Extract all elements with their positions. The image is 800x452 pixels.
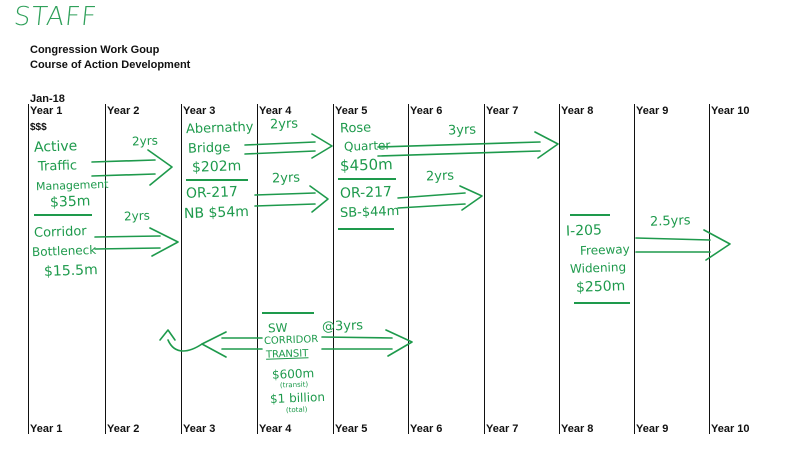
arrow-sw-back [201, 331, 263, 358]
divider [34, 214, 92, 216]
project-abernethy-line2: Bridge [187, 140, 231, 157]
arrow-or217-nb [254, 185, 329, 213]
project-sw-cost-transit-note: (transit) [279, 380, 309, 390]
year-label-top: Year 10 [711, 105, 750, 117]
year-label-top: Year 9 [636, 105, 669, 117]
arrow-atm [91, 149, 173, 186]
arrow-or217-sb [397, 185, 483, 211]
year-label-top: Year 2 [107, 105, 140, 117]
year-label-bottom: Year 4 [259, 423, 292, 435]
arrow-sw-forward [321, 329, 413, 357]
project-atm-line3: Management [35, 177, 109, 194]
duration-abernethy: 2yrs [269, 116, 299, 133]
arrow-abernethy [244, 133, 333, 159]
project-i205-line2: Freeway [579, 242, 630, 258]
doc-title: Congression Work Goup [30, 44, 160, 56]
project-corridor-line2: Bottleneck [31, 242, 97, 260]
year-label-bottom: Year 9 [636, 423, 669, 435]
project-or217sb-cost: SB-$44m [339, 203, 400, 222]
arrow-corridor [94, 227, 179, 257]
divider [262, 312, 314, 314]
project-rose-line2: Quarter [343, 138, 391, 154]
year-label-top: Year 4 [259, 105, 292, 117]
year-label-top: Year 3 [183, 105, 216, 117]
project-abernethy-line1: Abernathy [185, 119, 254, 138]
divider [574, 302, 630, 304]
year-label-top: Year 8 [561, 105, 594, 117]
project-i205-line1: I-205 [565, 222, 603, 240]
doc-subtitle: Course of Action Development [30, 59, 191, 71]
divider [338, 178, 396, 180]
year-label-top: Year 5 [335, 105, 368, 117]
arrow-sw-hook [159, 329, 203, 352]
project-sw-cost-transit: $600m [271, 366, 315, 382]
project-rose-line1: Rose [339, 120, 372, 137]
duration-corridor: 2yrs [123, 208, 151, 224]
duration-rose-quarter: 3yrs [447, 122, 477, 139]
year-label-top: Year 1 [30, 105, 63, 117]
year-label-bottom: Year 10 [711, 423, 750, 435]
project-i205-line3: Widening [569, 260, 627, 276]
duration-or217-nb: 2yrs [271, 170, 301, 187]
project-or217nb-cost: NB $54m [183, 203, 250, 223]
project-atm-line1: Active [33, 138, 78, 156]
divider [338, 228, 394, 230]
year-line [408, 104, 410, 434]
project-corridor-cost: $15.5m [43, 262, 98, 280]
arrow-rose-quarter [377, 131, 559, 159]
project-or217nb-line1: OR-217 [185, 184, 239, 202]
year-label-bottom: Year 6 [410, 423, 443, 435]
year-label-bottom: Year 2 [107, 423, 140, 435]
project-sw-cost-total-note: (total) [285, 405, 308, 415]
year-line [484, 104, 486, 434]
year-line [709, 104, 711, 434]
year-label-bottom: Year 5 [335, 423, 368, 435]
year-line [559, 104, 561, 434]
project-sw-line2: CORRIDOR [263, 334, 319, 347]
start-date: Jan-18 [30, 93, 65, 105]
project-i205-cost: $250m [575, 278, 626, 296]
year-line [28, 104, 30, 434]
year-line [634, 104, 636, 434]
duration-sw-corridor: @3yrs [321, 318, 364, 335]
project-rose-cost: $450m [339, 155, 394, 175]
project-atm-cost: $35m [49, 193, 91, 211]
project-sw-cost-total: $1 billion [269, 390, 326, 406]
project-or217sb-line1: OR-217 [339, 184, 393, 202]
divider [570, 214, 610, 216]
project-sw-line3: TRANSIT [265, 348, 309, 361]
duration-i205: 2.5yrs [649, 213, 691, 230]
duration-or217-sb: 2yrs [425, 168, 455, 185]
project-atm-line2: Traffic [37, 158, 78, 175]
year-label-bottom: Year 3 [183, 423, 216, 435]
year-label-top: Year 6 [410, 105, 443, 117]
year-line [333, 104, 335, 434]
divider [186, 179, 248, 181]
year-label-top: Year 7 [486, 105, 519, 117]
project-corridor-line1: Corridor [33, 224, 87, 241]
arrow-i205 [635, 229, 731, 261]
year-label-bottom: Year 7 [486, 423, 519, 435]
project-abernethy-cost: $202m [191, 158, 242, 176]
year-label-bottom: Year 8 [561, 423, 594, 435]
project-sw-line1: SW [267, 320, 288, 336]
year-line [257, 104, 259, 434]
money-label: $$$ [30, 122, 47, 133]
year-label-bottom: Year 1 [30, 423, 63, 435]
duration-atm: 2yrs [131, 133, 159, 149]
year-line [181, 104, 183, 434]
year-line [105, 104, 107, 434]
